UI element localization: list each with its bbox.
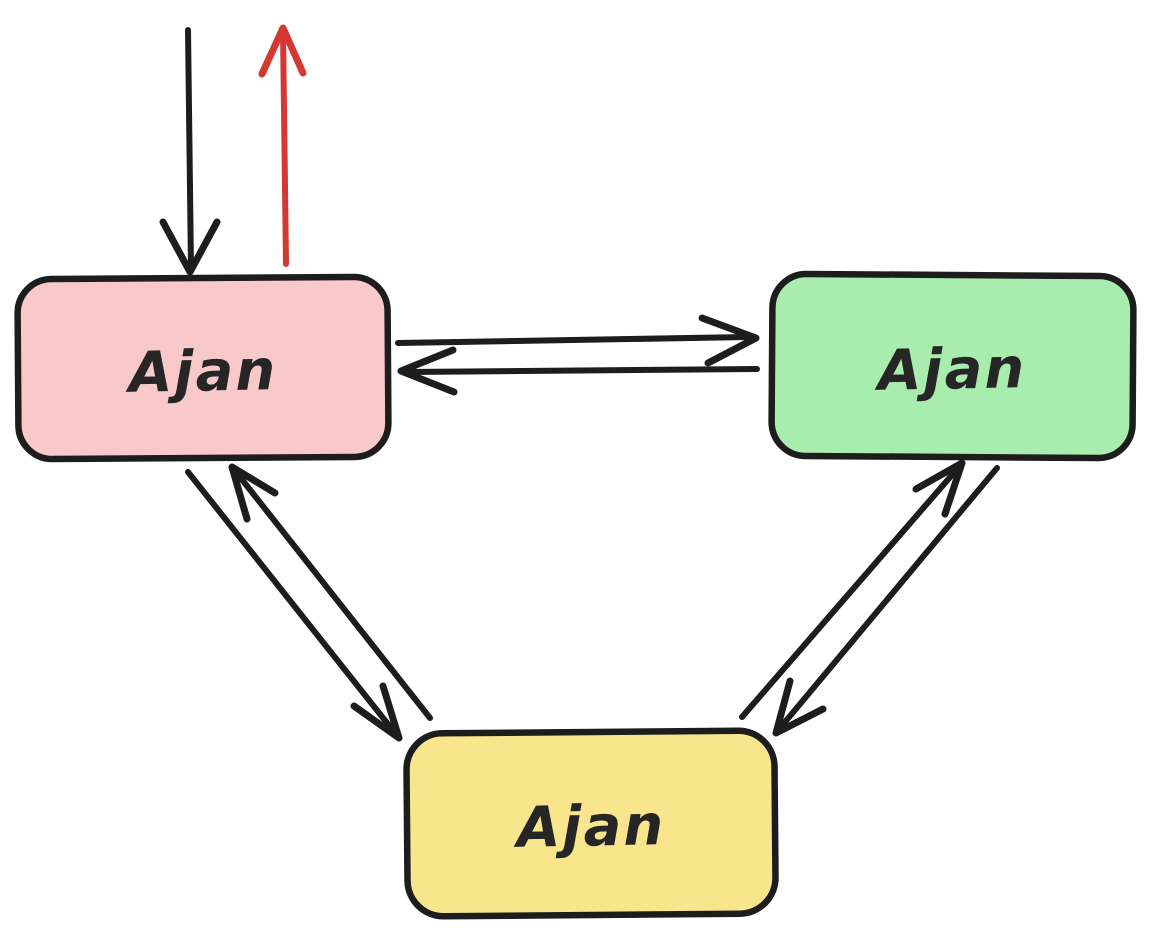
node-agent-bottom[interactable]: Ajan <box>403 727 779 920</box>
node-agent-right-box <box>768 270 1137 462</box>
node-agent-left[interactable]: Ajan <box>14 273 392 463</box>
red-arrows <box>258 24 307 267</box>
arrow-bottom-to-right-icon <box>739 459 966 720</box>
arrow-left-to-bottom-icon <box>185 469 403 742</box>
arrow-left-to-external-icon <box>258 24 307 267</box>
arrow-right-to-left-icon <box>397 346 760 396</box>
black-arrows <box>159 27 1000 742</box>
arrow-bottom-to-left-icon <box>228 463 433 721</box>
node-agent-right[interactable]: Ajan <box>768 270 1137 462</box>
node-agent-bottom-label: Ajan <box>512 793 665 861</box>
node-agent-right-label: Ajan <box>873 336 1026 404</box>
node-agent-left-label: Ajan <box>124 338 277 406</box>
node-agent-bottom-box <box>403 727 779 920</box>
arrow-right-to-bottom-icon <box>772 465 1000 737</box>
arrow-external-to-left-icon <box>159 27 221 276</box>
arrow-left-to-right-icon <box>395 314 760 367</box>
node-agent-left-box <box>14 273 392 463</box>
